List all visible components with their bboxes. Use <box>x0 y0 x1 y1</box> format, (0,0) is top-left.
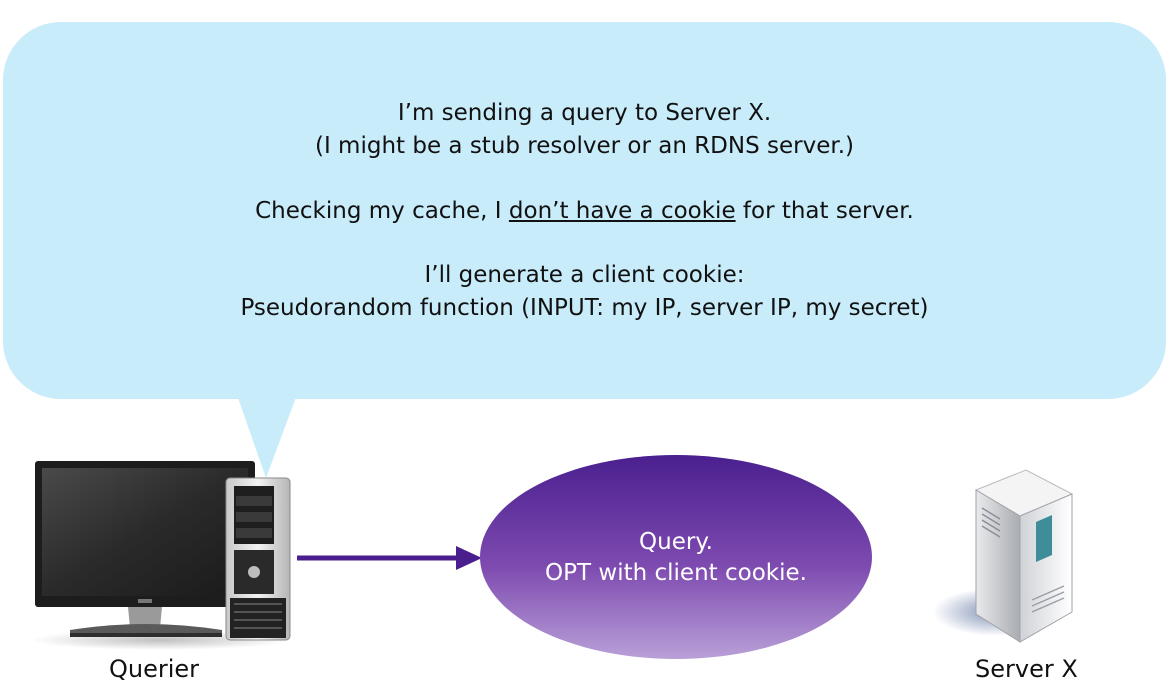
no-cookie-underlined-text: don’t have a cookie <box>508 198 736 224</box>
query-arrow <box>297 546 482 570</box>
server-label: Server X <box>975 655 1078 683</box>
bubble-text-line: (I might be a stub resolver or an RDNS s… <box>314 133 854 159</box>
bubble-text-line: Checking my cache, I don’t have a cookie… <box>0 195 1169 228</box>
speech-bubble <box>3 22 1166 478</box>
querier-label: Querier <box>109 655 200 683</box>
bubble-paragraph-cache: Checking my cache, I don’t have a cookie… <box>0 195 1169 228</box>
bubble-paragraph-query: I’m sending a query to Server X. (I migh… <box>0 97 1169 163</box>
query-message-ellipse <box>480 455 872 659</box>
bubble-text-line: I’ll generate a client cookie: <box>424 262 745 288</box>
speech-bubble-tail <box>236 392 298 478</box>
bubble-text-line: I’m sending a query to Server X. <box>397 100 772 126</box>
bubble-text-line: Pseudorandom function (INPUT: my IP, ser… <box>240 295 929 321</box>
bubble-paragraph-generate: I’ll generate a client cookie: Pseudoran… <box>0 259 1169 325</box>
cache-text-before: Checking my cache, I <box>255 198 509 224</box>
query-message-line: OPT with client cookie. <box>545 560 807 586</box>
cache-text-after: for that server. <box>735 198 914 224</box>
server-tower-icon <box>933 469 1074 643</box>
query-message-line: Query. <box>639 529 713 555</box>
query-message-text: Query. OPT with client cookie. <box>482 527 870 589</box>
desktop-computer-icon <box>30 461 291 650</box>
